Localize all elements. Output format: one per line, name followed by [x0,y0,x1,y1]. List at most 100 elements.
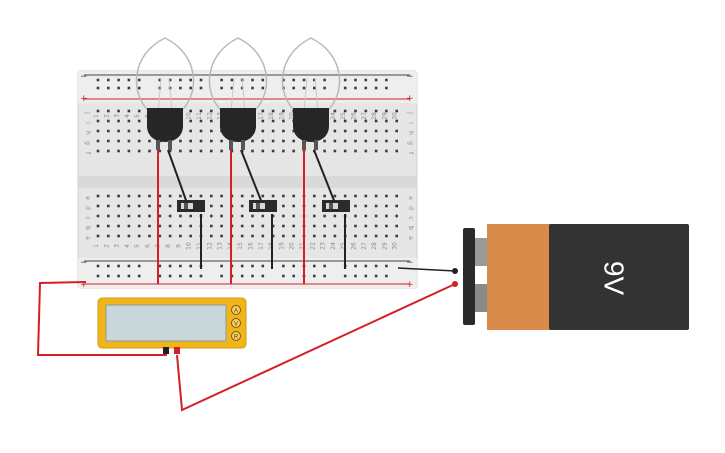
breadboard-hole[interactable] [127,194,131,198]
breadboard-hole[interactable] [168,214,172,218]
breadboard-hole[interactable] [374,149,378,153]
breadboard-hole[interactable] [189,139,192,143]
breadboard-hole[interactable] [117,139,120,143]
breadboard-hole[interactable] [168,234,172,238]
breadboard-hole[interactable] [107,224,110,228]
breadboard-hole[interactable] [292,274,295,278]
breadboard-hole[interactable] [354,194,357,198]
breadboard-hole[interactable] [107,149,110,153]
breadboard-hole[interactable] [117,149,120,153]
breadboard-hole[interactable] [395,129,398,133]
breadboard-hole[interactable] [323,86,326,90]
breadboard-hole[interactable] [168,274,172,278]
breadboard-hole[interactable] [158,204,162,208]
breadboard-hole[interactable] [261,214,265,218]
breadboard-hole[interactable] [127,109,131,113]
breadboard-hole[interactable] [210,204,213,208]
breadboard-hole[interactable] [251,234,254,238]
breadboard-hole[interactable] [395,214,398,218]
breadboard-hole[interactable] [199,149,203,153]
breadboard-hole[interactable] [96,86,100,90]
breadboard-hole[interactable] [137,234,141,238]
breadboard-hole[interactable] [271,149,275,153]
breadboard-hole[interactable] [137,149,141,153]
mode-button-v[interactable]: V [234,322,238,328]
breadboard-hole[interactable] [158,224,162,228]
breadboard-hole[interactable] [220,194,223,198]
breadboard-hole[interactable] [189,234,192,238]
breadboard-hole[interactable] [240,86,244,90]
breadboard-hole[interactable] [96,224,100,228]
breadboard-hole[interactable] [210,224,213,228]
breadboard-hole[interactable] [199,274,203,278]
breadboard-hole[interactable] [333,139,337,143]
breadboard-hole[interactable] [179,194,182,198]
breadboard-hole[interactable] [220,78,223,82]
breadboard-hole[interactable] [127,139,131,143]
multimeter-mode-buttons[interactable]: A V R [231,305,241,341]
breadboard-hole[interactable] [148,194,151,198]
breadboard-hole[interactable] [96,204,100,208]
breadboard-hole[interactable] [199,139,203,143]
breadboard-hole[interactable] [168,224,172,228]
breadboard-hole[interactable] [230,78,234,82]
breadboard-hole[interactable] [251,264,254,268]
breadboard-hole[interactable] [364,214,368,218]
breadboard-hole[interactable] [189,194,192,198]
breadboard-hole[interactable] [148,149,151,153]
breadboard-hole[interactable] [220,86,223,90]
breadboard-hole[interactable] [148,139,151,143]
breadboard-hole[interactable] [96,274,100,278]
breadboard-hole[interactable] [210,129,213,133]
breadboard-hole[interactable] [127,149,131,153]
breadboard-hole[interactable] [374,194,378,198]
breadboard-hole[interactable] [354,109,357,113]
breadboard-hole[interactable] [158,214,162,218]
breadboard-hole[interactable] [385,86,388,90]
breadboard-hole[interactable] [374,224,378,228]
breadboard-hole[interactable] [271,194,275,198]
breadboard-hole[interactable] [395,149,398,153]
breadboard-hole[interactable] [282,214,285,218]
breadboard-hole[interactable] [107,139,110,143]
breadboard-hole[interactable] [127,234,131,238]
breadboard-hole[interactable] [261,264,265,268]
breadboard-hole[interactable] [127,119,131,123]
breadboard-hole[interactable] [127,224,131,228]
breadboard-hole[interactable] [354,214,357,218]
breadboard-hole[interactable] [127,86,131,90]
breadboard-hole[interactable] [292,78,295,82]
breadboard-hole[interactable] [374,129,378,133]
breadboard-hole[interactable] [333,129,337,133]
breadboard-hole[interactable] [251,194,254,198]
breadboard-hole[interactable] [96,119,100,123]
breadboard-hole[interactable] [179,224,182,228]
breadboard-hole[interactable] [282,78,285,82]
breadboard-hole[interactable] [354,234,357,238]
breadboard-hole[interactable] [364,109,368,113]
breadboard-hole[interactable] [333,194,337,198]
mode-button-a[interactable]: A [234,309,238,315]
breadboard-hole[interactable] [96,109,100,113]
breadboard-hole[interactable] [354,129,357,133]
breadboard-hole[interactable] [210,119,213,123]
bulb-3[interactable] [281,37,341,150]
mode-button-r[interactable]: R [234,335,239,341]
breadboard-hole[interactable] [96,78,100,82]
breadboard-hole[interactable] [107,234,110,238]
breadboard-hole[interactable] [240,224,244,228]
breadboard-hole[interactable] [374,214,378,218]
breadboard-hole[interactable] [127,214,131,218]
breadboard-hole[interactable] [117,204,120,208]
breadboard-hole[interactable] [385,264,388,268]
breadboard-hole[interactable] [117,274,120,278]
breadboard-hole[interactable] [117,234,120,238]
breadboard-hole[interactable] [313,234,316,238]
breadboard-hole[interactable] [240,214,244,218]
breadboard-hole[interactable] [117,224,120,228]
breadboard-hole[interactable] [220,139,223,143]
switch-1[interactable] [177,200,205,212]
breadboard-hole[interactable] [251,78,254,82]
breadboard-hole[interactable] [96,194,100,198]
breadboard-hole[interactable] [282,224,285,228]
